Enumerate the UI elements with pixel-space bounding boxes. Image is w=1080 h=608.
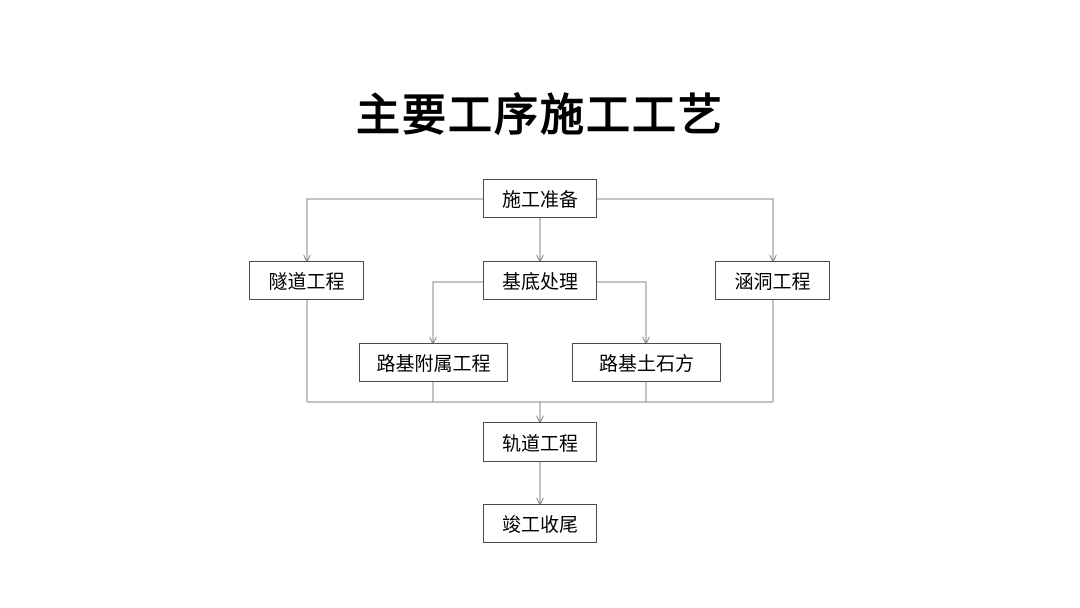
node-track-works: 轨道工程	[483, 422, 597, 462]
node-subgrade-earthwork: 路基土石方	[572, 343, 721, 382]
edge-base-to-aux	[433, 281, 483, 343]
node-foundation-treatment: 基底处理	[483, 261, 597, 300]
diagram-title: 主要工序施工工艺	[356, 90, 724, 141]
node-subgrade-auxiliary-works: 路基附属工程	[359, 343, 508, 382]
node-completion-closeout: 竣工收尾	[483, 504, 597, 543]
edge-prep-to-tunnel	[307, 198, 483, 261]
node-tunnel-works: 隧道工程	[249, 261, 364, 300]
node-culvert-works: 涵洞工程	[715, 261, 830, 300]
edge-base-to-earth	[597, 281, 646, 343]
edge-prep-to-culvert	[597, 198, 773, 261]
node-construction-prep: 施工准备	[483, 179, 597, 218]
